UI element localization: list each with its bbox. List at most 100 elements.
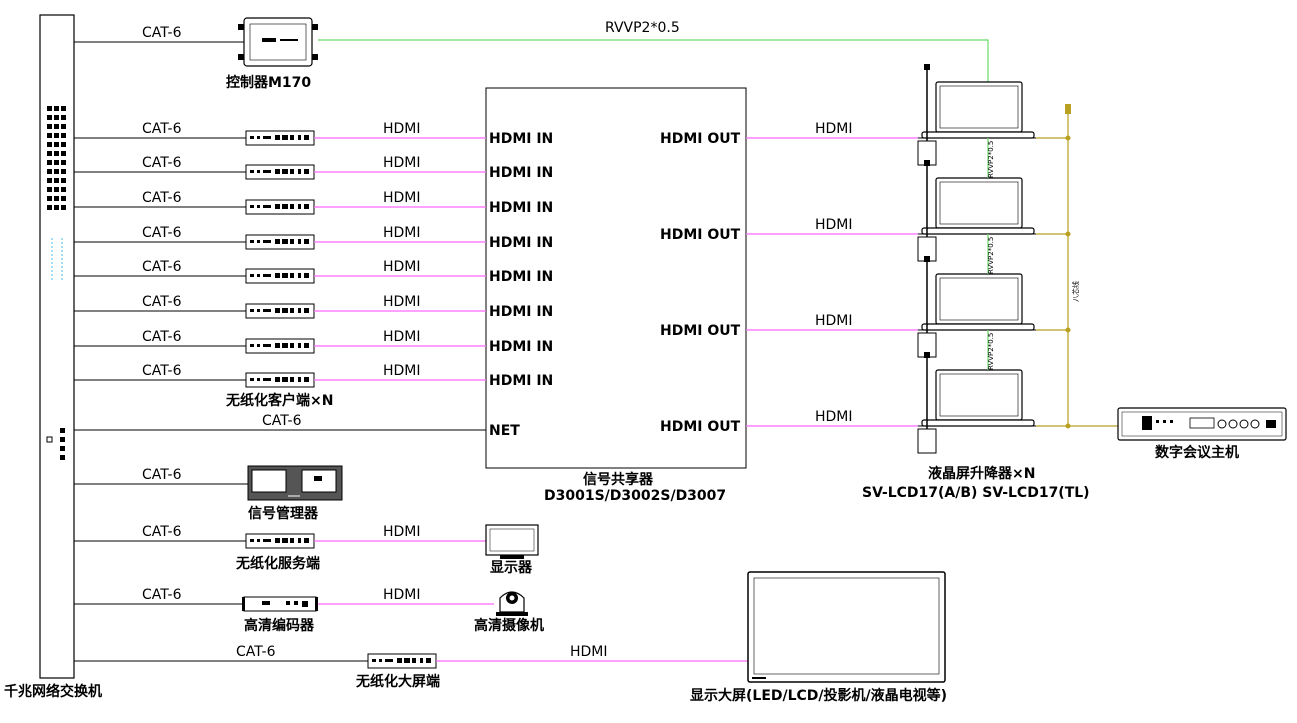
client-device-1 xyxy=(245,130,315,146)
bigscreen-client-device xyxy=(367,653,437,669)
signal-sharer xyxy=(485,87,747,469)
output-hdmi-label-3: HDMI xyxy=(815,313,853,329)
server-cable-label: CAT-6 xyxy=(142,524,182,540)
rvvp-cable xyxy=(318,39,989,90)
sharer-input-6: HDMI IN xyxy=(489,304,553,320)
switch-label: 千兆网络交换机 xyxy=(4,683,102,700)
sharer-input-3: HDMI IN xyxy=(489,200,553,216)
client-hdmi-label-3: HDMI xyxy=(383,190,421,206)
lift-label-1: 液晶屏升降器×N xyxy=(928,465,1035,482)
client-row-3: CAT-6 HDMI HDMI IN xyxy=(74,190,553,216)
server-hdmi-label: HDMI xyxy=(383,524,421,540)
sharer-input-4: HDMI IN xyxy=(489,235,553,251)
client-hdmi-label-5: HDMI xyxy=(383,259,421,275)
client-device-3 xyxy=(245,199,315,215)
client-cable-label-7: CAT-6 xyxy=(142,329,182,345)
lcd-lift-2 xyxy=(917,159,1037,262)
sharer-output-label-3: HDMI OUT xyxy=(660,323,741,339)
sharer-output-label-2: HDMI OUT xyxy=(660,227,741,243)
client-row-5: CAT-6 HDMI HDMI IN xyxy=(74,259,553,285)
client-device-8 xyxy=(245,372,315,388)
switch-ports-top xyxy=(47,106,66,210)
lcd-lift-1 xyxy=(917,63,1037,166)
encoder-label: 高清编码器 xyxy=(244,617,315,634)
output-hdmi-label-1: HDMI xyxy=(815,121,853,137)
sharer-label-2: D3001S/D3002S/D3007 xyxy=(544,488,726,504)
rvvp-cable-label: RVVP2*0.5 xyxy=(605,20,680,36)
client-hdmi-label-4: HDMI xyxy=(383,225,421,241)
client-device-7 xyxy=(245,338,315,354)
lift-rvvp-label-3: RVVP2*0.5 xyxy=(987,333,995,370)
output-hdmi-label-4: HDMI xyxy=(815,409,853,425)
camera-label: 高清摄像机 xyxy=(474,617,544,634)
manager-cable-label: CAT-6 xyxy=(142,467,182,483)
client-row-7: CAT-6 HDMI HDMI IN xyxy=(74,329,553,355)
sharer-input-5: HDMI IN xyxy=(489,269,553,285)
sharer-output-label-4: HDMI OUT xyxy=(660,419,741,435)
encoder-cable-label: CAT-6 xyxy=(142,587,182,603)
sharer-output-1: HDMI OUT HDMI xyxy=(660,121,918,147)
client-row-1: CAT-6 HDMI HDMI IN xyxy=(74,121,553,147)
bus-cable-label: 八芯线 xyxy=(1071,281,1080,302)
monitor-label: 显示器 xyxy=(490,560,533,576)
client-cable-label-8: CAT-6 xyxy=(142,363,182,379)
sharer-net: NET xyxy=(489,423,520,439)
client-row-4: CAT-6 HDMI HDMI IN xyxy=(74,225,553,251)
client-device-4 xyxy=(245,234,315,250)
output-hdmi-label-2: HDMI xyxy=(815,217,853,233)
monitor-device xyxy=(485,524,539,559)
controller-device xyxy=(238,17,318,67)
sharer-output-4: HDMI OUT HDMI xyxy=(660,409,918,435)
lift-rvvp-label-1: RVVP2*0.5 xyxy=(987,141,995,178)
client-device-5 xyxy=(245,268,315,284)
bus-cable xyxy=(1036,104,1118,429)
client-row-2: CAT-6 HDMI HDMI IN xyxy=(74,155,553,181)
client-cable-label-1: CAT-6 xyxy=(142,121,182,137)
controller-label: 控制器M170 xyxy=(226,74,311,91)
client-cable-label-6: CAT-6 xyxy=(142,294,182,310)
camera-device xyxy=(496,591,528,616)
sharer-output-2: HDMI OUT HDMI xyxy=(660,217,918,243)
bigscreen-client-label: 无纸化大屏端 xyxy=(355,673,440,690)
sharer-input-1: HDMI IN xyxy=(489,131,553,147)
sharer-output-label-1: HDMI OUT xyxy=(660,131,741,147)
client-cable-label-5: CAT-6 xyxy=(142,259,182,275)
client-hdmi-label-6: HDMI xyxy=(383,294,421,310)
lift-rvvp-label-2: RVVP2*0.5 xyxy=(987,237,995,274)
client-cable-label-2: CAT-6 xyxy=(142,155,182,171)
client-device-2 xyxy=(245,164,315,180)
big-screen-label: 显示大屏(LED/LCD/投影机/液晶电视等) xyxy=(690,687,947,704)
client-row-8: CAT-6 HDMI HDMI IN xyxy=(74,363,553,389)
bigscreen-cable-label: CAT-6 xyxy=(236,644,276,660)
client-row-6: CAT-6 HDMI HDMI IN xyxy=(74,294,553,320)
client-cable-label-3: CAT-6 xyxy=(142,190,182,206)
client-hdmi-label-8: HDMI xyxy=(383,363,421,379)
sharer-input-2: HDMI IN xyxy=(489,165,553,181)
encoder-device xyxy=(242,596,318,612)
conference-host-device xyxy=(1117,407,1287,441)
net-cable-label: CAT-6 xyxy=(262,413,302,429)
encoder-hdmi-label: HDMI xyxy=(383,587,421,603)
client-hdmi-label-1: HDMI xyxy=(383,121,421,137)
big-screen-device xyxy=(747,571,946,683)
sharer-input-7: HDMI IN xyxy=(489,339,553,355)
switch-ports-mid xyxy=(46,238,65,460)
signal-manager-label: 信号管理器 xyxy=(248,505,319,522)
conference-host-label: 数字会议主机 xyxy=(1155,444,1239,461)
signal-manager-device xyxy=(247,465,343,501)
sharer-label-1: 信号共享器 xyxy=(583,471,654,488)
client-hdmi-label-2: HDMI xyxy=(383,155,421,171)
client-device-6 xyxy=(245,303,315,319)
controller-cable-label: CAT-6 xyxy=(142,25,182,41)
client-cable-label-4: CAT-6 xyxy=(142,225,182,241)
server-device xyxy=(245,533,315,549)
client-label: 无纸化客户端×N xyxy=(225,392,333,409)
sharer-input-8: HDMI IN xyxy=(489,373,553,389)
client-hdmi-label-7: HDMI xyxy=(383,329,421,345)
bigscreen-hdmi-label: HDMI xyxy=(570,644,608,660)
network-switch xyxy=(39,14,75,679)
lcd-lift-4 xyxy=(917,351,1037,454)
sharer-output-3: HDMI OUT HDMI xyxy=(660,313,918,339)
lift-label-2: SV-LCD17(A/B) SV-LCD17(TL) xyxy=(862,485,1090,501)
